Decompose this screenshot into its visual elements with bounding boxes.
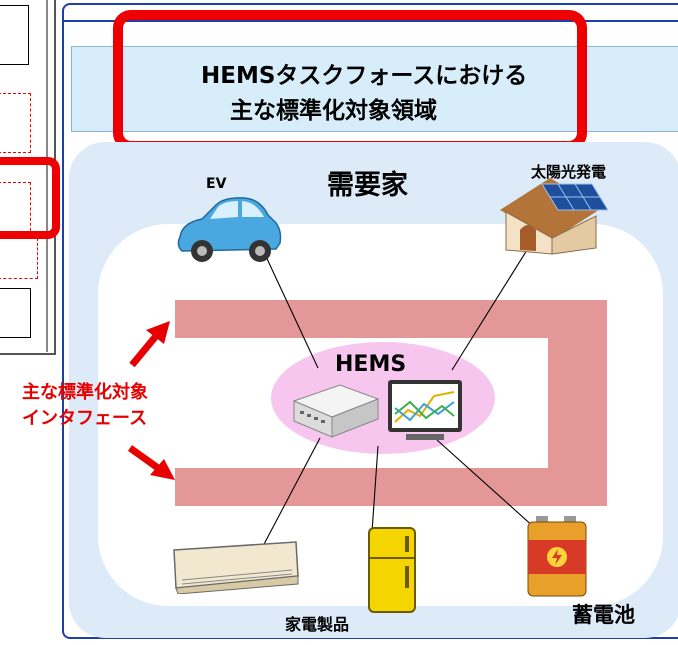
air-conditioner-icon <box>173 541 299 594</box>
title-line-1: HEMSタスクフォースにおける <box>201 63 528 89</box>
car-icon <box>177 197 282 262</box>
left-box-2 <box>0 288 31 338</box>
ev-label: EV <box>206 176 227 192</box>
left-slide-panel-edge <box>46 0 48 352</box>
title-box <box>71 46 678 132</box>
refrigerator-icon <box>368 527 416 613</box>
battery-label: 蓄電池 <box>572 603 635 627</box>
left-dashed-box-2 <box>0 182 31 236</box>
arrow-down-icon <box>127 445 175 480</box>
appliances-label: 家電製品 <box>285 615 350 634</box>
router-icon <box>292 384 380 438</box>
connection-lines <box>261 247 536 549</box>
bottom-interface-band <box>175 468 607 506</box>
top-interface-band <box>175 300 607 338</box>
arrow-up-icon <box>129 321 170 368</box>
left-box-1 <box>0 5 29 65</box>
solar-label: 太陽光発電 <box>531 163 607 181</box>
interface-label-line-2: インタフェース <box>22 408 148 429</box>
battery-icon <box>527 516 587 597</box>
consumer-label: 需要家 <box>327 170 408 201</box>
house-solar-icon <box>500 178 609 255</box>
top-divider-line <box>62 20 678 22</box>
hems-label: HEMS <box>335 352 407 377</box>
interface-label-line-1: 主な標準化対象 <box>22 382 148 403</box>
left-dashed-box-3 <box>0 238 38 279</box>
left-dashed-box-1 <box>0 93 31 153</box>
left-highlight-box <box>0 157 60 239</box>
title-line-2: 主な標準化対象領域 <box>230 98 437 124</box>
monitor-chart-icon <box>388 380 462 440</box>
